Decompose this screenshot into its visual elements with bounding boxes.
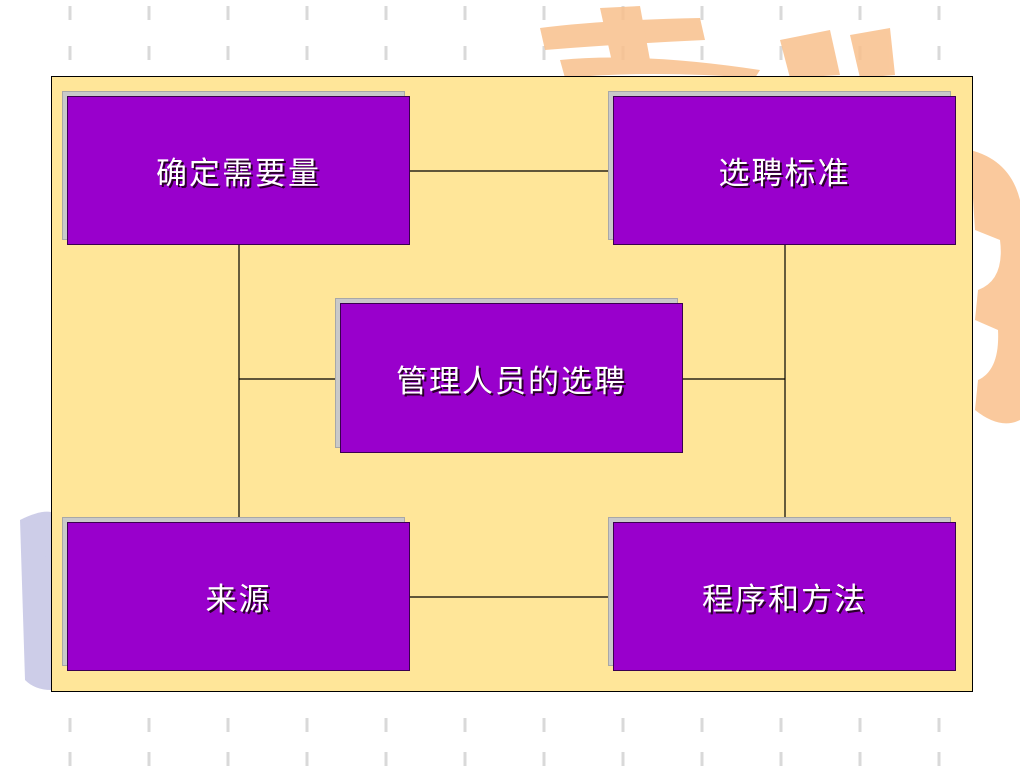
node-determine-demand: 确定需要量 xyxy=(67,96,410,245)
node-label: 管理人员的选聘 xyxy=(396,363,627,400)
node-selection-criteria: 选聘标准 xyxy=(613,96,956,245)
node-center-manager-selection: 管理人员的选聘 xyxy=(340,303,683,453)
node-label: 确定需要量 xyxy=(156,156,321,192)
node-label: 来源 xyxy=(205,582,272,618)
node-label: 程序和方法 xyxy=(702,582,867,618)
orange-calligraphy-decoration xyxy=(540,6,1020,424)
node-sources: 来源 xyxy=(67,522,410,671)
node-procedures-methods: 程序和方法 xyxy=(613,522,956,671)
node-label: 选聘标准 xyxy=(718,156,851,192)
lavender-calligraphy-decoration xyxy=(20,511,51,690)
